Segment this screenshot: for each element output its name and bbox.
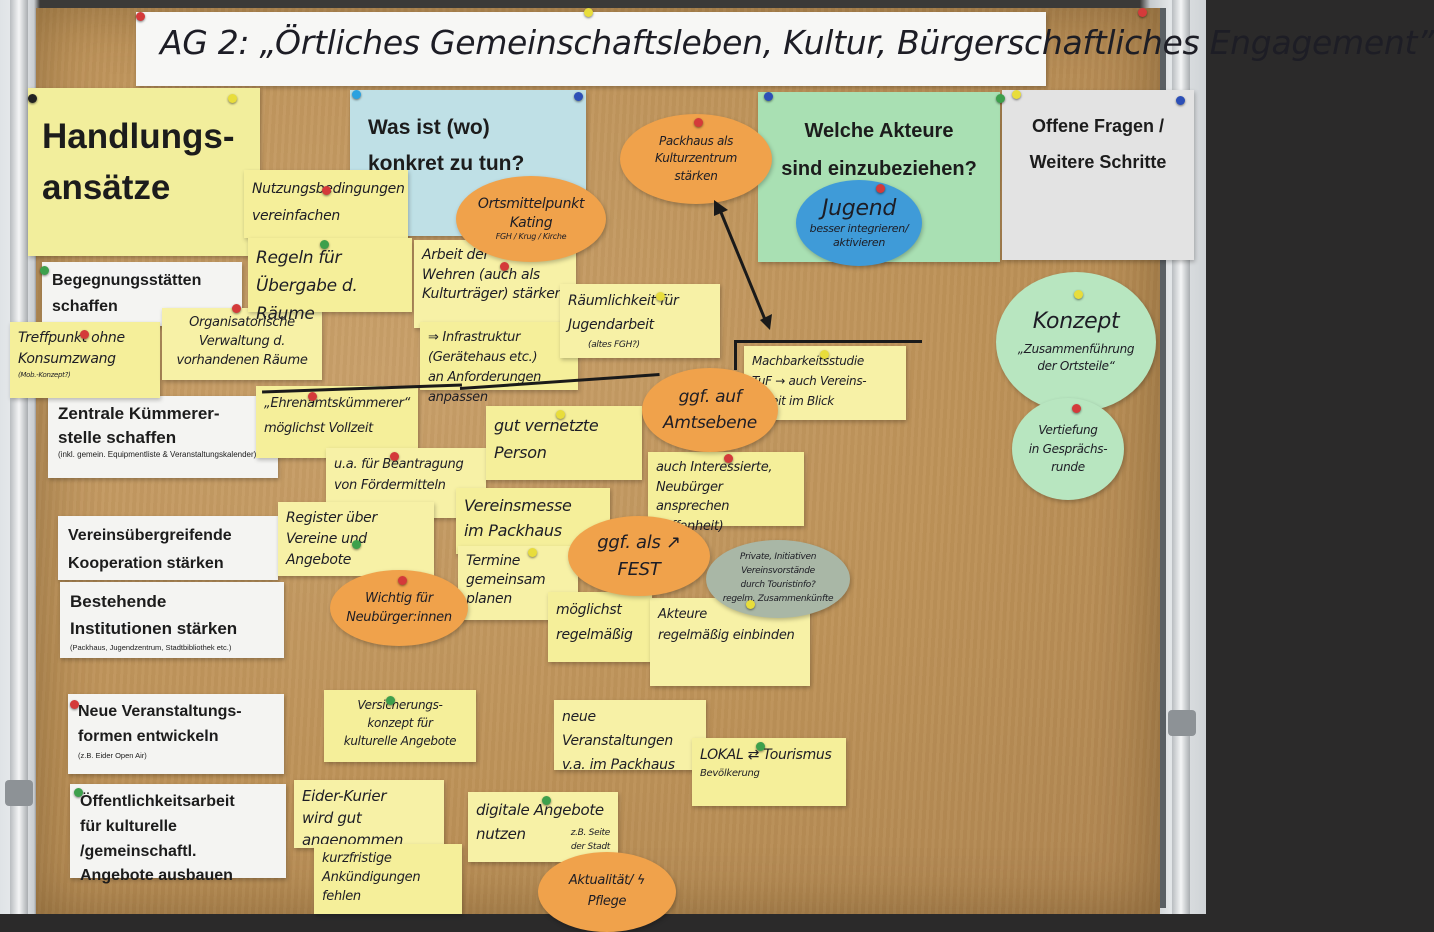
ansatz-institutionen-note: (Packhaus, Jugendzentrum, Stadtbibliothe… xyxy=(70,643,232,653)
oval-amtsebene: ggf. auf Amtsebene xyxy=(642,368,778,452)
easel-clamp xyxy=(1168,710,1196,736)
push-pin xyxy=(28,94,37,103)
oval-jugend-text: Jugend xyxy=(821,195,897,221)
ansatz-card-kooperation: Vereinsübergreifende Kooperation stärken xyxy=(58,516,278,580)
note-lokal-tourismus: LOKAL ⇄ Tourismus Bevölkerung xyxy=(692,738,846,806)
double-arrow-icon xyxy=(714,200,772,330)
ansatz-card-veranstaltung: Neue Veranstaltungs- formen entwickeln (… xyxy=(68,694,284,774)
column-header-fragen: Offene Fragen / Weitere Schritte xyxy=(1002,90,1194,260)
push-pin xyxy=(390,452,399,461)
oval-wichtig-neubuerger: Wichtig für Neubürger:innen xyxy=(330,570,468,646)
push-pin xyxy=(352,540,361,549)
title-banner: AG 2: „Örtliches Gemeinschaftsleben, Kul… xyxy=(136,12,1434,86)
note-interessierte: auch Interessierte, Neubürger ansprechen… xyxy=(648,452,804,534)
push-pin xyxy=(764,92,773,101)
note-versicherung: Versicherungs- konzept für kulturelle An… xyxy=(324,690,476,762)
easel-pole-left xyxy=(10,0,28,914)
push-pin xyxy=(876,184,885,193)
oval-aktualitaet: Aktualität/ ϟ Pflege xyxy=(538,852,676,932)
note-treffpunkt-text: Treffpunkt ohne Konsumzwang xyxy=(18,330,125,367)
push-pin xyxy=(528,548,537,557)
push-pin xyxy=(70,700,79,709)
note-organisatorische: Organisatorische Verwaltung d. vorhanden… xyxy=(162,308,322,380)
oval-packhaus: Packhaus als Kulturzentrum stärken xyxy=(620,114,772,204)
note-raeumlichkeit-small: (altes FGH?) xyxy=(588,339,640,350)
push-pin xyxy=(232,304,241,313)
ansatz-kuemmerer-note: (inkl. gemein. Equipmentliste & Veransta… xyxy=(58,449,257,459)
note-neue-veranstaltungen: neue Veranstaltungen v.a. im Packhaus xyxy=(554,700,706,773)
oval-vertiefung: Vertiefung in Gesprächs- runde xyxy=(1012,398,1124,500)
note-infrastruktur: ⇒ Infrastruktur (Gerätehaus etc.) an Anf… xyxy=(420,322,578,405)
note-eider-kurier: Eider-Kurier wird gut angenommen xyxy=(294,780,444,849)
push-pin xyxy=(1072,404,1081,413)
push-pin xyxy=(574,92,583,101)
push-pin xyxy=(820,350,829,359)
push-pin xyxy=(322,186,331,195)
note-vernetzt: gut vernetzte Person xyxy=(486,406,642,480)
note-digitale-angebote: digitale Angebote nutzen z.B. Seite der … xyxy=(468,792,618,862)
push-pin xyxy=(1012,90,1021,99)
ansatz-card-oeffentlichkeit: Öffentlichkeitsarbeit für kulturelle /ge… xyxy=(70,784,286,884)
note-nutzungsbedingungen: Nutzungsbedingungen vereinfachen xyxy=(244,170,408,238)
push-pin xyxy=(386,696,395,705)
note-digital-small: z.B. Seite der Stadt xyxy=(570,828,611,853)
push-pin xyxy=(1074,290,1083,299)
push-pin xyxy=(228,94,237,103)
push-pin xyxy=(1176,96,1185,105)
oval-jugend: Jugend besser integrieren/ aktivieren xyxy=(796,180,922,266)
push-pin xyxy=(500,262,509,271)
note-treffpunkt-small: (Mob.-Konzept?) xyxy=(18,371,71,379)
ansatz-institutionen-text: Bestehende Institutionen stärken xyxy=(70,592,238,639)
title-text: AG 2: „Örtliches Gemeinschaftsleben, Kul… xyxy=(160,23,1434,62)
oval-fest: ggf. als ↗ FEST xyxy=(568,516,710,596)
oval-jugend-sub: besser integrieren/ aktivieren xyxy=(809,221,909,249)
column-header-handlungsansaetze: Handlungs- ansätze xyxy=(28,88,260,256)
push-pin xyxy=(542,796,551,805)
push-pin xyxy=(1138,8,1147,17)
push-pin xyxy=(352,90,361,99)
push-pin xyxy=(80,330,89,339)
drawn-bracket-line xyxy=(734,340,737,370)
easel-clamp xyxy=(5,780,33,806)
push-pin xyxy=(694,118,703,127)
ansatz-veranstaltung-note: (z.B. Eider Open Air) xyxy=(78,750,147,760)
push-pin xyxy=(996,94,1005,103)
note-raeumlichkeit-text: Räumlichkeit für Jugendarbeit xyxy=(568,293,679,333)
drawn-bracket-line xyxy=(736,340,922,343)
note-register: Register über Vereine und Angebote xyxy=(278,502,434,576)
push-pin xyxy=(308,392,317,401)
push-pin xyxy=(74,788,83,797)
push-pin xyxy=(136,12,145,21)
note-regeln: Regeln für Übergabe d. Räume xyxy=(248,238,412,324)
note-moeglichst: möglichst regelmäßig xyxy=(548,592,652,662)
push-pin xyxy=(40,266,49,275)
ansatz-card-kuemmerer: Zentrale Kümmerer- stelle schaffen (inkl… xyxy=(48,396,278,478)
push-pin xyxy=(656,292,665,301)
note-lokal-text: LOKAL ⇄ Tourismus xyxy=(700,747,832,763)
push-pin xyxy=(724,454,733,463)
push-pin xyxy=(756,742,765,751)
push-pin xyxy=(320,240,329,249)
note-kurzfristig: kurzfristige Ankündigungen fehlen xyxy=(314,844,462,914)
push-pin xyxy=(398,576,407,585)
note-raeumlichkeit: Räumlichkeit für Jugendarbeit (altes FGH… xyxy=(560,284,720,358)
oval-ortsmittelpunkt: Ortsmittelpunkt Kating FGH / Krug / Kirc… xyxy=(456,176,606,262)
oval-ortsmittelpunkt-text: Ortsmittelpunkt Kating xyxy=(477,195,585,231)
push-pin xyxy=(556,410,565,419)
note-lokal-small: Bevölkerung xyxy=(700,768,760,780)
push-pin xyxy=(584,8,593,17)
ansatz-kuemmerer-text: Zentrale Kümmerer- stelle schaffen xyxy=(58,404,220,447)
oval-konzept-text: Konzept xyxy=(1032,309,1120,335)
note-ehrenamt: „Ehrenamtskümmerer“ möglichst Vollzeit xyxy=(256,386,418,458)
ansatz-veranstaltung-text: Neue Veranstaltungs- formen entwickeln xyxy=(78,703,242,745)
oval-private-initiativen: Private, Initiativen Vereinsvorstände du… xyxy=(706,540,850,618)
note-digital-text: digitale Angebote nutzen xyxy=(476,801,604,843)
oval-konzept-sub: „Zusammenführung der Ortsteile“ xyxy=(1017,342,1135,373)
oval-ortsmittelpunkt-small: FGH / Krug / Kirche xyxy=(495,232,567,242)
push-pin xyxy=(746,600,755,609)
ansatz-card-institutionen: Bestehende Institutionen stärken (Packha… xyxy=(60,582,284,658)
